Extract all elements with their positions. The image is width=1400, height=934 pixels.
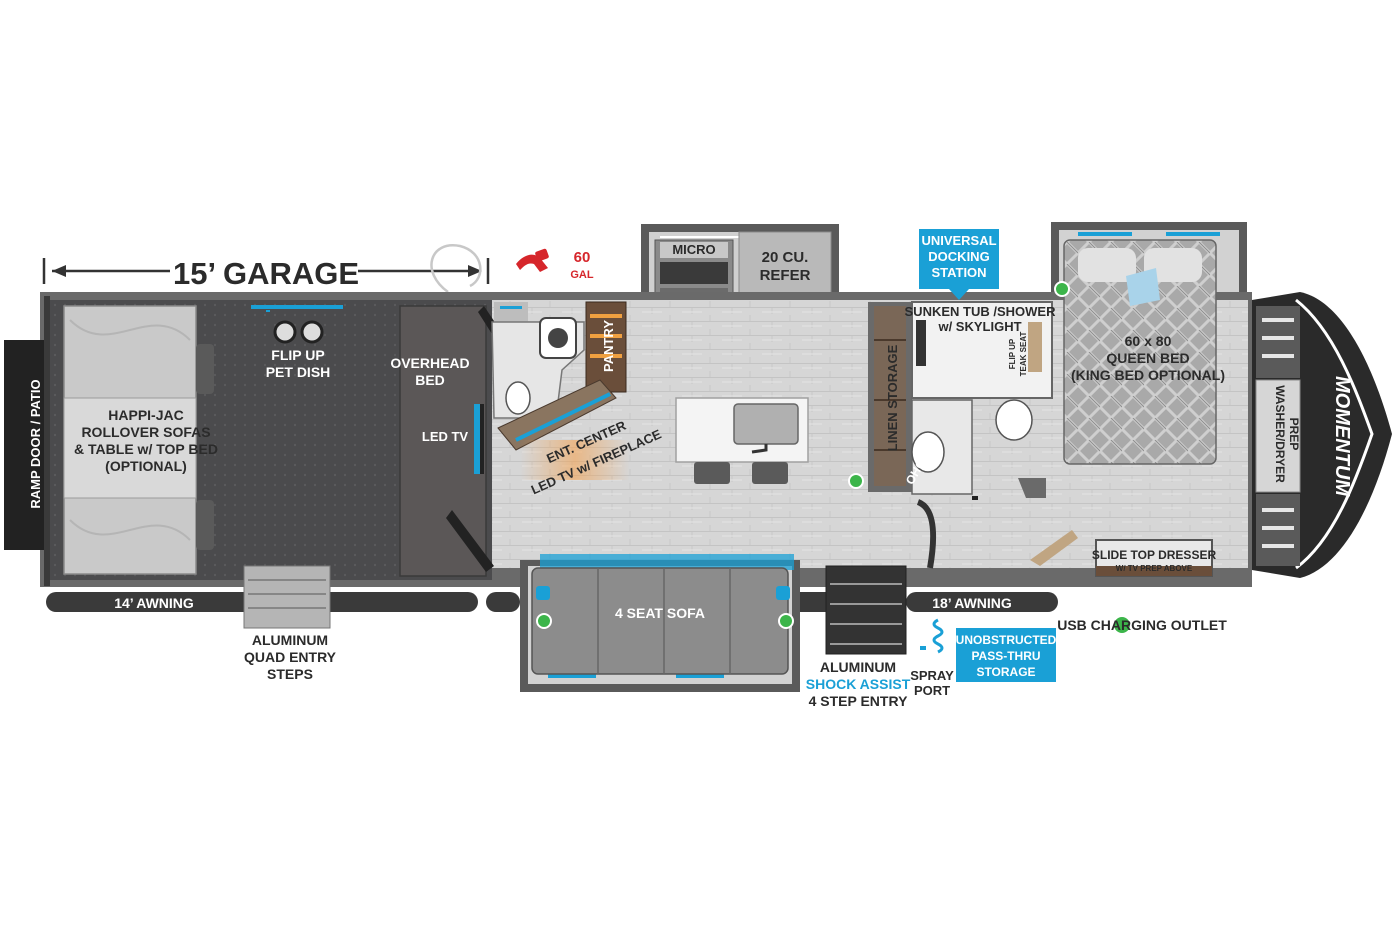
overhead-bed [399,305,500,577]
dresser-label-2: W/ TV PREP ABOVE [1116,564,1193,573]
quad-label-2: QUAD ENTRY [244,649,337,665]
bathroom [911,301,1053,569]
four-seat-sofa [531,567,790,675]
teak-seat-label-2: TEAK SEAT [1019,332,1028,377]
pet-dish-label-2: PET DISH [266,364,331,380]
spray-port-icon [920,618,944,654]
shock-label-3: 4 STEP ENTRY [809,693,908,709]
ramp-door-label: RAMP DOOR / PATIO [28,379,43,508]
pet-dish-icon [251,305,343,344]
sofas-label-4: (OPTIONAL) [105,458,187,474]
brand-logo: MOMENTUM [1331,376,1353,497]
docking-label-3: STATION [931,265,986,280]
spray-label-2: PORT [914,683,950,698]
entertainment-center [497,379,630,480]
sofas-label-1: HAPPI-JAC [108,407,183,423]
led-tv-label: LED TV [422,429,469,444]
pantry [585,301,627,393]
slide-top-dresser [1030,530,1213,577]
fuel-nozzle-icon [516,248,549,272]
shock-label-1: ALUMINUM [820,659,896,675]
awning-18 [486,592,1058,612]
usb-outlet-icon [1054,281,1070,297]
overhead-label-1: OVERHEAD [390,355,469,371]
micro-label: MICRO [672,242,715,257]
refer-label-1: 20 CU. [762,249,809,266]
ramp-door [4,296,50,586]
spray-label-1: SPRAY [910,668,954,683]
rollover-sofas [63,305,214,575]
sofas-label-3: & TABLE w/ TOP BED [74,441,218,457]
front-cap [1252,292,1392,578]
usb-outlet-icon [778,613,794,629]
pantry-label: PANTRY [601,320,616,372]
pass-label-2: PASS-THRU [971,649,1040,663]
legend: USB CHARGING OUTLET [1057,617,1227,633]
half-bath [491,302,585,419]
docking-label-1: UNIVERSAL [921,233,996,248]
sofa-label: 4 SEAT SOFA [615,605,705,621]
shock-assist-steps [825,565,907,655]
garage-dimension: 15’ GARAGE [42,256,490,291]
pet-dish-label-1: FLIP UP [271,347,324,363]
pass-thru-callout [956,628,1056,682]
quad-label-1: ALUMINUM [252,632,328,648]
dresser-label-1: SLIDE TOP DRESSER [1092,548,1217,562]
kitchen-island [675,397,809,484]
washer-label-1: WASHER/DRYER [1273,385,1287,483]
fuel-capacity: 60 [574,249,591,266]
awning-14-label: 14’ AWNING [114,595,194,611]
linen-storage [868,302,912,492]
tub-label-2: w/ SKYLIGHT [937,319,1021,334]
pass-label-3: STORAGE [976,665,1035,679]
quad-label-3: STEPS [267,666,313,682]
pass-label-1: UNOBSTRUCTED [956,633,1057,647]
awning-18-label: 18’ AWNING [932,595,1012,611]
queen-bed [1063,239,1217,465]
sofas-label-2: ROLLOVER SOFAS [81,424,210,440]
usb-outlet-icon [536,613,552,629]
fuel-hose-icon [430,244,482,294]
teak-seat-label-1: FLIP UP [1008,338,1017,369]
shock-label-2: SHOCK ASSIST [806,676,911,692]
bed-label-1: 60 x 80 [1125,333,1172,349]
quad-entry-steps [243,565,331,629]
fuel-unit: GAL [570,269,594,281]
garage-title: 15’ GARAGE [173,256,359,291]
docking-label-2: DOCKING [928,249,989,264]
bed-label-3: (KING BED OPTIONAL) [1071,367,1225,383]
usb-legend-icon [1114,617,1130,633]
bed-label-2: QUEEN BED [1106,350,1189,366]
washer-label-2: PREP [1287,418,1301,451]
tub-label-1: SUNKEN TUB /SHOWER [905,304,1057,319]
linen-label: LINEN STORAGE [885,344,900,451]
overhead-label-2: BED [415,372,445,388]
refer-label-2: REFER [760,267,811,284]
usb-legend-label: USB CHARGING OUTLET [1057,617,1227,633]
docking-station-callout [919,229,999,300]
usb-outlet-icon [848,473,864,489]
